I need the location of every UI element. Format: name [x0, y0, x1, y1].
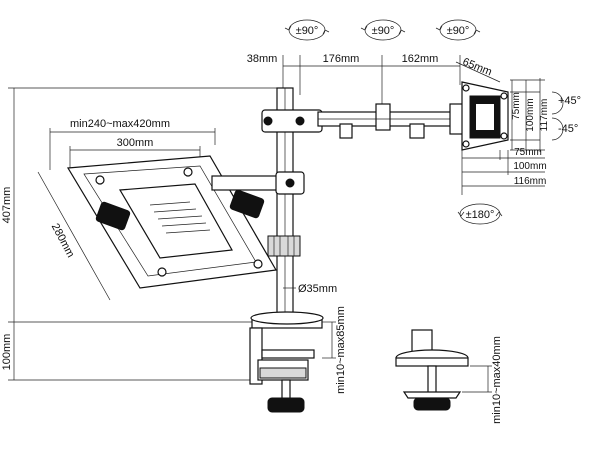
monitor-arm — [261, 103, 465, 139]
c-clamp-range-label: min10~max85mm — [335, 306, 347, 394]
tray-width-range-label: min240~max420mm — [70, 118, 170, 130]
swivel-1-label: ±90° — [296, 25, 319, 37]
pole-diameter-label: Ø35mm — [298, 283, 337, 295]
swivel-2-label: ±90° — [372, 25, 395, 37]
rotate-label: ±180° — [466, 209, 495, 221]
pole-collar — [267, 235, 301, 257]
pole-height-label: 407mm — [1, 187, 13, 224]
arm-segment-1-label: 176mm — [323, 53, 360, 65]
c-clamp: min10~max85mm — [249, 306, 347, 413]
arm-segment-2-label: 162mm — [402, 53, 439, 65]
vesa-dimensions: 75mm 100mm 117mm +45° -45° 75mm 100mm 11… — [457, 78, 581, 225]
vesa-w75-label: 75mm — [514, 147, 542, 158]
swivel-badge-1: ±90° — [284, 19, 330, 41]
swivel-badge-2: ±90° — [360, 19, 406, 41]
tilt-down-label: -45° — [558, 123, 578, 135]
vesa-w100-label: 100mm — [513, 161, 546, 172]
tilt-up-label: +45° — [558, 95, 581, 107]
clamp-height-label: 100mm — [1, 334, 13, 371]
swivel-3-label: ±90° — [447, 25, 470, 37]
vesa-w116-label: 116mm — [514, 176, 547, 187]
laptop-tray: min240~max420mm 300mm 280mm — [37, 118, 305, 301]
post-offset-label: 38mm — [247, 53, 278, 65]
height-dimension: 407mm 100mm — [1, 87, 290, 381]
tray-depth-label: 280mm — [49, 222, 77, 260]
tray-width-label: 300mm — [117, 137, 154, 149]
vesa-h100-label: 100mm — [525, 98, 536, 131]
vesa-h75-label: 75mm — [511, 92, 522, 120]
vesa-offset-label: 65mm — [461, 56, 494, 79]
vesa-plate — [461, 81, 509, 151]
grommet-mount: min10~max40mm — [395, 329, 503, 424]
swivel-badge-3: ±90° — [435, 19, 481, 41]
grommet-range-label: min10~max40mm — [491, 336, 503, 424]
tray-vents — [149, 201, 211, 234]
rotate-badge — [459, 203, 501, 225]
vesa-h117-label: 117mm — [539, 99, 550, 132]
